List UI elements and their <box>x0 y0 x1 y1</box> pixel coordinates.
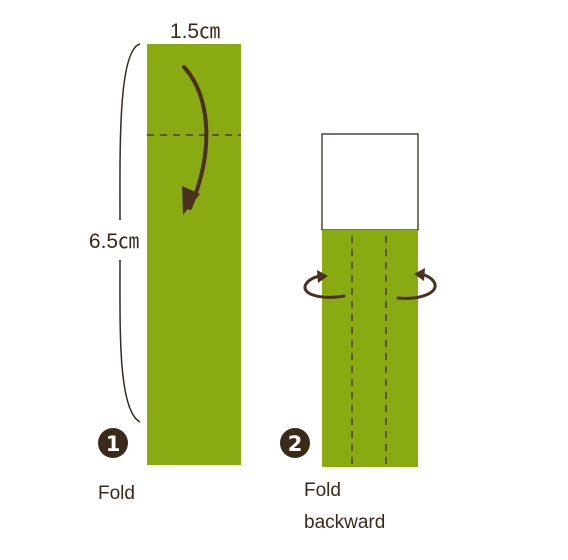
fold-back-arrowhead-left <box>317 270 328 283</box>
fold-down-arrow-icon <box>182 65 209 210</box>
green-bottom-section <box>322 230 418 467</box>
step-2: 2 Fold backward <box>280 133 437 533</box>
step-2-badge: 2 <box>280 428 310 458</box>
step-1-caption: Fold <box>98 483 135 504</box>
step-1-badge: 1 <box>98 428 128 458</box>
step-2-caption-line1: Fold <box>304 480 341 501</box>
step-2-caption-line2: backward <box>304 512 385 533</box>
width-label: 1.5㎝ <box>170 20 220 43</box>
fold-back-arrowhead-right <box>414 268 425 281</box>
step-1-number: 1 <box>106 432 121 456</box>
height-brace <box>119 43 141 423</box>
fold-down-arrowhead <box>182 186 200 215</box>
paper-strip <box>147 44 241 465</box>
step-1: 1.5㎝ 6.5㎝ 1 Fold <box>89 20 241 504</box>
white-top-section <box>321 133 419 231</box>
height-label: 6.5㎝ <box>89 230 139 253</box>
step-2-number: 2 <box>288 432 303 456</box>
